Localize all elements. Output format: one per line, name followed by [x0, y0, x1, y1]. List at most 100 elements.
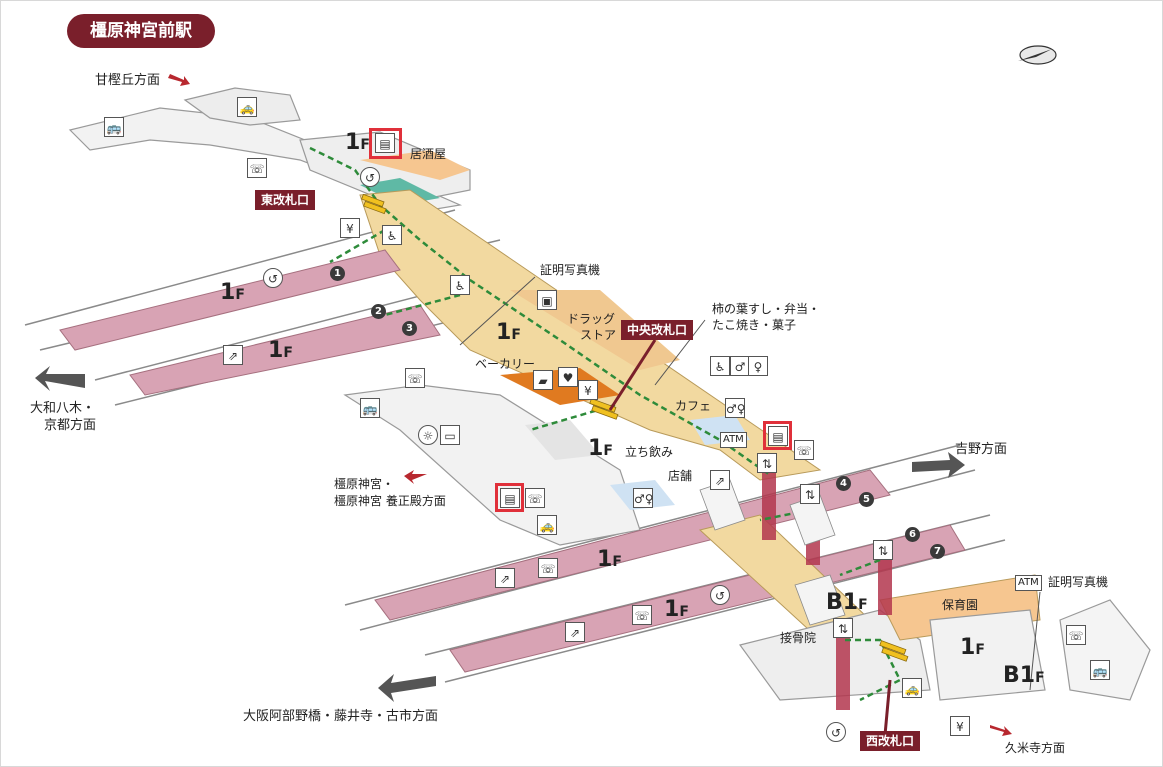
taxi-icon: 🚕: [902, 678, 922, 698]
direction-amakashi: 甘樫丘方面: [95, 73, 161, 88]
taxi-icon: 🚕: [237, 97, 257, 117]
coin-locker-highlight-east: [369, 128, 402, 159]
platform-number-6: 6: [905, 527, 920, 542]
facility-osteopath: 接骨院: [780, 631, 817, 645]
elevator-shaft-1: [762, 470, 776, 540]
facility-cafe: カフェ: [675, 399, 712, 413]
escalator-icon: ⇗: [495, 568, 515, 588]
escalator-icon: ⇗: [710, 470, 730, 490]
floor-label: 1F: [345, 130, 370, 155]
elevator-shaft-4: [836, 635, 850, 710]
floor-label: 1F: [597, 547, 622, 572]
coin-locker-highlight-central: [763, 421, 792, 450]
central-gate-label: 中央改札口: [621, 320, 694, 340]
wheelchair-icon: ♿: [382, 225, 402, 245]
facility-nursery: 保育園: [942, 598, 979, 612]
facility-kakinoha-2: たこ焼き・菓子: [712, 318, 797, 332]
platform-number-4: 4: [836, 476, 851, 491]
coin-locker-highlight-south: [495, 483, 524, 512]
se-building: [929, 609, 1046, 701]
bus-icon: 🚌: [104, 117, 124, 137]
information-icon: ↺: [826, 722, 846, 742]
telephone-icon: ☏: [525, 488, 545, 508]
station-title: 橿原神宮前駅: [67, 14, 215, 48]
coin-locker-icon[interactable]: ▤: [375, 133, 395, 153]
telephone-icon: ☏: [247, 158, 267, 178]
atm-label: ATM: [1015, 575, 1042, 591]
yen-icon: ¥: [340, 218, 360, 238]
information-icon: ↺: [263, 268, 283, 288]
west-gate-label: 西改札口: [860, 731, 921, 751]
east-gate-label: 東改札口: [255, 190, 316, 210]
compass-icon: ☼: [418, 425, 438, 445]
floor-label: 1F: [220, 280, 245, 305]
direction-osaka: 大阪阿部野橋・藤井寺・古市方面: [243, 709, 439, 724]
elevator-icon: ⇅: [757, 453, 777, 473]
floor-label: 1F: [496, 320, 521, 345]
facility-photo-booth-2: 証明写真機: [1048, 575, 1109, 589]
ticket-machine-icon: ▭: [440, 425, 460, 445]
taxi-icon: 🚕: [537, 515, 557, 535]
restroom-icon: ♂: [730, 356, 750, 376]
escalators: [699, 479, 846, 626]
direction-yoshino: 吉野方面: [955, 442, 1008, 457]
telephone-icon: ☏: [794, 440, 814, 460]
facility-drugstore-2: ストア: [580, 328, 617, 342]
restroom-icon: ♂♀: [633, 488, 654, 508]
b1-concourse: [738, 609, 931, 701]
elevator-icon: ⇅: [833, 618, 853, 638]
wheelchair-icon: ♿: [450, 275, 470, 295]
yen-icon: ¥: [950, 716, 970, 736]
compass-icon: [1018, 45, 1057, 65]
facility-shop: 店舗: [668, 469, 693, 483]
gate-pointers: [608, 339, 892, 736]
direction-kyoto: 京都方面: [44, 418, 97, 433]
floor-label: 1F: [664, 597, 689, 622]
facility-kakinoha-1: 柿の葉すし・弁当・: [712, 302, 821, 316]
floor-label: 1F: [588, 436, 613, 461]
ticket-machine-icon: ♥: [558, 367, 578, 387]
restroom-icon: ♂♀: [725, 398, 746, 418]
floor-label: 1F: [960, 635, 985, 660]
telephone-icon: ☏: [538, 558, 558, 578]
restroom-icon: ♀: [748, 356, 768, 376]
yen-icon: ¥: [578, 380, 598, 400]
wheelchair-icon: ♿: [710, 356, 730, 376]
direction-jingu-2: 橿原神宮 養正殿方面: [334, 494, 446, 508]
se-stairs-area: [1059, 599, 1151, 701]
facility-drugstore-1: ドラッグ: [567, 312, 616, 326]
telephone-icon: ☏: [632, 605, 652, 625]
elevator-icon: ⇅: [800, 484, 820, 504]
telephone-icon: ☏: [1066, 625, 1086, 645]
platform-number-7: 7: [930, 544, 945, 559]
bus-icon: 🚌: [360, 398, 380, 418]
floor-label-b1: B1F: [1003, 663, 1045, 688]
escalator-icon: ⇗: [223, 345, 243, 365]
facility-bakery: ベーカリー: [475, 357, 536, 371]
atm-label: ATM: [720, 432, 747, 448]
information-icon: ↺: [360, 167, 380, 187]
coin-locker-icon[interactable]: ▤: [500, 488, 520, 508]
information-icon: ↺: [710, 585, 730, 605]
facility-izakaya: 居酒屋: [410, 147, 447, 161]
telephone-icon: ☏: [405, 368, 425, 388]
platform-number-5: 5: [859, 492, 874, 507]
coin-locker-icon[interactable]: ▤: [768, 426, 788, 446]
ticket-machine-icon: ▣: [537, 290, 557, 310]
direction-arrows: [35, 74, 1012, 736]
callout-lines: [459, 276, 1041, 691]
direction-kumedera: 久米寺方面: [1005, 741, 1066, 755]
elevator-shaft-3: [878, 555, 892, 615]
facility-standing-bar: 立ち飲み: [625, 445, 674, 459]
upper-building: [299, 131, 471, 206]
facility-photo-booth: 証明写真機: [540, 263, 601, 277]
escalator-icon: ⇗: [565, 622, 585, 642]
direction-jingu-1: 橿原神宮・: [334, 477, 395, 491]
platform-number-2: 2: [371, 304, 386, 319]
floor-label: 1F: [268, 338, 293, 363]
ticket-machine-icon: ▰: [533, 370, 553, 390]
bus-icon: 🚌: [1090, 660, 1110, 680]
grey-area: [525, 420, 600, 460]
drugstore-area: [510, 290, 680, 370]
